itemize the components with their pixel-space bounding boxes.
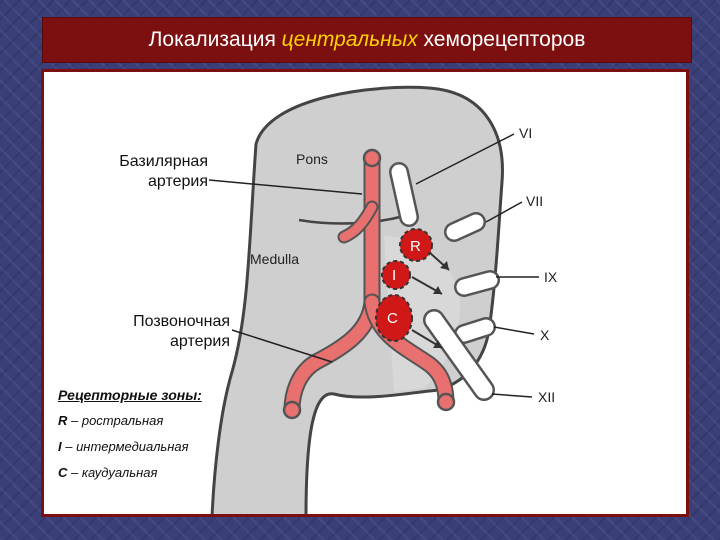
nerve-x-label: X — [540, 327, 550, 343]
legend-text-r: – ростральная — [67, 413, 164, 428]
legend-text-c: – каудуальная — [67, 465, 158, 480]
nerve-xii-pointer — [491, 393, 533, 398]
basilar-pointer — [208, 179, 363, 195]
nerve-vii-root-fill — [446, 214, 484, 240]
receptor-zones-legend: Рецепторные зоны: R – ростральная I – ин… — [58, 382, 202, 486]
basilar-label-line1: Базилярная — [119, 153, 208, 170]
legend-item-i: I – интермедиальная — [58, 434, 202, 460]
brainstem-diagram: R I C VI VII IX X XII Pons Medulla — [208, 85, 558, 514]
branch-artery-fill — [339, 202, 377, 242]
zone-c-arrowhead — [433, 340, 442, 348]
nerve-vi-root-fill — [391, 164, 417, 225]
basilar-label-line2: артерия — [148, 173, 208, 190]
nerve-ix-label: IX — [544, 269, 558, 285]
nerve-xii-root-fill — [425, 311, 493, 399]
legend-key-i: I — [58, 439, 62, 454]
legend-item-r: R – ростральная — [58, 408, 202, 434]
legend-heading: Рецепторные зоны: — [58, 387, 202, 403]
legend-item-c: C – каудуальная — [58, 460, 202, 486]
zone-i-arrowhead — [433, 286, 442, 294]
nerve-ix-root-fill — [456, 272, 498, 295]
legend-key-r: R — [58, 413, 68, 428]
nerve-vi-label: VI — [519, 125, 532, 141]
nerve-vii-label: VII — [526, 193, 543, 209]
zone-i-label: I — [392, 267, 396, 284]
title-text-after: хеморецепторов — [417, 28, 586, 51]
nerve-vi-pointer — [415, 133, 515, 185]
artery-end-top — [362, 148, 382, 168]
title-accent-word: центральных — [281, 28, 418, 51]
diagram-panel: R I C VI VII IX X XII Pons Medulla Базил… — [41, 69, 689, 517]
zone-c — [375, 294, 413, 342]
legend-text-i: – интермедиальная — [61, 439, 189, 454]
basilar-artery-label: Базилярная артерия — [78, 152, 208, 192]
zone-r — [399, 228, 433, 262]
legend-key-c: C — [58, 465, 68, 480]
zone-r-arrowhead — [440, 261, 449, 270]
nerve-x-root-fill — [456, 319, 494, 342]
artery-end-right — [436, 392, 456, 412]
slide-title: Локализация центральных хеморецепторов — [42, 17, 692, 63]
medulla-label: Medulla — [250, 251, 299, 267]
nerve-xii-label: XII — [538, 389, 555, 405]
pons-label: Pons — [296, 151, 328, 167]
title-text-before: Локализация — [148, 28, 282, 51]
artery-end-left — [282, 400, 302, 420]
vertebral-label-line1: Позвоночная — [133, 313, 230, 330]
vertebral-artery-label: Позвоночная артерия — [94, 312, 230, 352]
zone-r-label: R — [410, 238, 421, 255]
vertebral-pointer — [231, 329, 333, 363]
nerve-x-pointer — [493, 326, 535, 335]
vertebral-label-line2: артерия — [170, 333, 230, 350]
zone-i — [381, 260, 411, 290]
nerve-vii-pointer — [485, 201, 523, 223]
zone-c-label: C — [387, 310, 398, 327]
